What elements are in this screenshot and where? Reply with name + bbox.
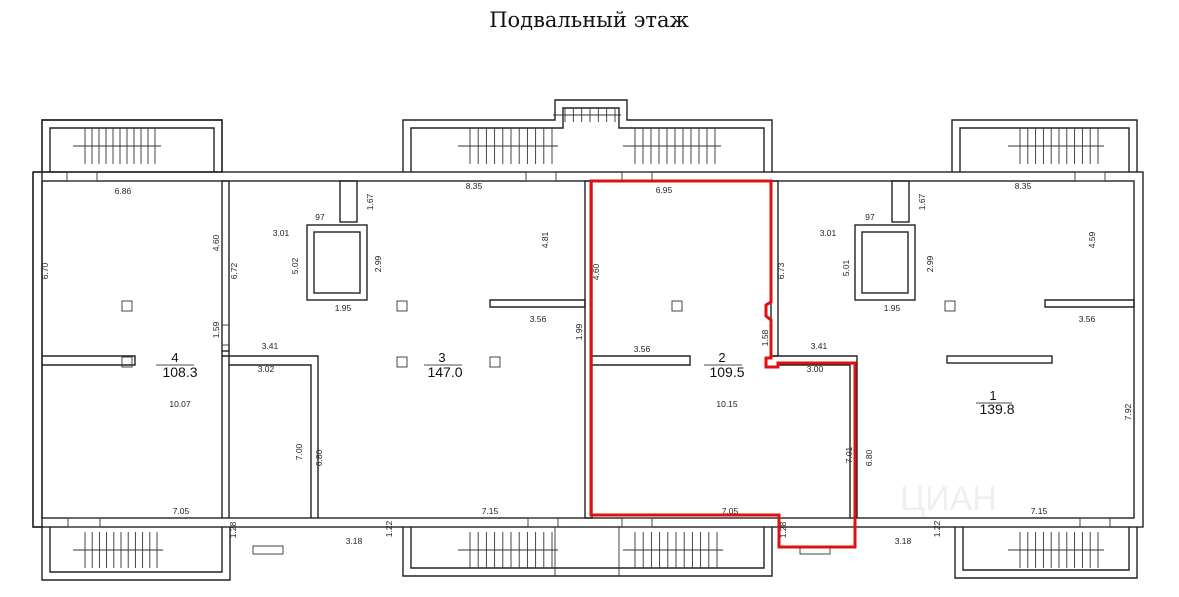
dimension-label: 3.02: [258, 364, 275, 374]
room-label-4: 4 108.3: [156, 350, 198, 380]
dimension-label: 1.95: [335, 303, 352, 313]
dimension-label: 5.01: [841, 259, 851, 276]
dimension-label: 3.18: [346, 536, 363, 546]
dimension-label: 4.81: [540, 231, 550, 248]
room-label-2: 2 109.5: [704, 350, 745, 380]
dimension-label: 10.15: [716, 399, 738, 409]
dimension-label: 1.67: [365, 193, 375, 210]
dimension-label: 1.67: [917, 193, 927, 210]
dimension-labels: 6.86 6.70 4.60 6.72 1.59 3.41 3.02 10.07 7.00 6.8…: [40, 181, 1133, 546]
room-number: 1: [989, 388, 996, 403]
dimension-label: 3.01: [820, 228, 837, 238]
room-number: 2: [718, 350, 725, 365]
dimension-label: 7.01: [844, 446, 854, 463]
dimension-label: 3.56: [530, 314, 547, 324]
dimension-label: 97: [865, 212, 875, 222]
dimension-label: 3.00: [807, 364, 824, 374]
dimension-label: 2.99: [373, 255, 383, 272]
interior-walls: [42, 171, 1135, 555]
dimension-label: 6.80: [314, 449, 324, 466]
dimension-label: 4.60: [211, 234, 221, 251]
dimension-label: 7.05: [722, 506, 739, 516]
dimension-label: 6.86: [115, 186, 132, 196]
dimension-label: 1.28: [778, 521, 788, 538]
dimension-label: 3.56: [634, 344, 651, 354]
room-number: 4: [171, 350, 178, 365]
dimension-label: 6.80: [864, 449, 874, 466]
dimension-label: 1.59: [211, 321, 221, 338]
dimension-label: 1.58: [760, 329, 770, 346]
dimension-label: 7.15: [482, 506, 499, 516]
watermark-logo: ЦИАН: [900, 480, 997, 518]
dimension-label: 3.41: [262, 341, 279, 351]
dimension-label: 8.35: [466, 181, 483, 191]
dimension-label: 1.22: [932, 520, 942, 537]
room-area: 109.5: [709, 364, 744, 380]
dimension-label: 7.05: [173, 506, 190, 516]
dimension-label: 1.22: [384, 520, 394, 537]
dimension-label: 6.95: [656, 185, 673, 195]
dimension-label: 4.60: [591, 263, 601, 280]
dimension-label: 2.99: [925, 255, 935, 272]
dimension-label: 3.41: [811, 341, 828, 351]
dimension-label: 6.72: [229, 262, 239, 279]
dimension-label: 6.70: [40, 262, 50, 279]
dimension-label: 1.99: [574, 323, 584, 340]
room-area: 108.3: [162, 364, 197, 380]
dimension-label: 5.02: [290, 257, 300, 274]
highlighted-room-outline: [589, 179, 857, 549]
dimension-label: 1.28: [228, 521, 238, 538]
dimension-label: 10.07: [169, 399, 191, 409]
dimension-label: 3.18: [895, 536, 912, 546]
room-number: 3: [438, 350, 445, 365]
dimension-label: 4.59: [1087, 231, 1097, 248]
dimension-label: 7.15: [1031, 506, 1048, 516]
dimension-label: 8.35: [1015, 181, 1032, 191]
dimension-label: 3.56: [1079, 314, 1096, 324]
dimension-label: 1.95: [884, 303, 901, 313]
room-label-1: 1 139.8: [976, 388, 1015, 417]
dimension-label: 6.73: [776, 262, 786, 279]
dimension-label: 7.00: [294, 443, 304, 460]
dimension-label: 97: [315, 212, 325, 222]
room-area: 139.8: [979, 401, 1014, 417]
room-label-3: 3 147.0: [424, 350, 463, 380]
dimension-label: 7.92: [1123, 403, 1133, 420]
stairs: [73, 108, 1104, 568]
room-area: 147.0: [427, 364, 462, 380]
dimension-label: 3.01: [273, 228, 290, 238]
plan-title: Подвальный этаж: [489, 8, 689, 32]
